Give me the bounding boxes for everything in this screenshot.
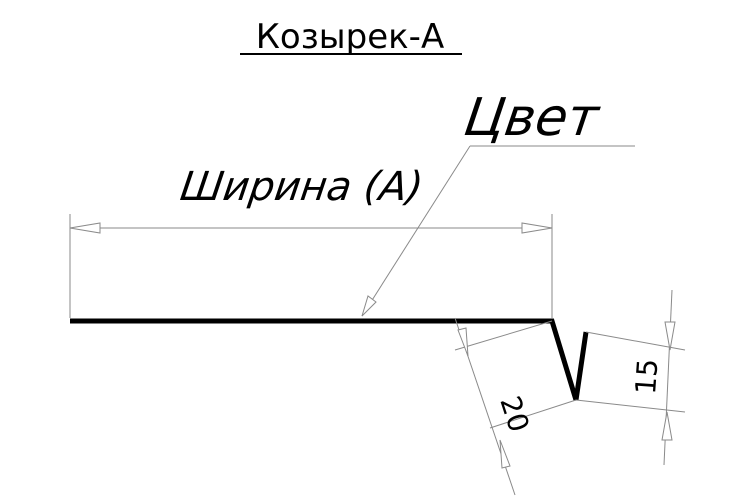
slope-extension-bottom <box>489 399 577 429</box>
slope-dimension-value: 20 <box>493 392 535 436</box>
width-label: Ширина (А) <box>177 164 425 210</box>
drip-arrow-top <box>664 321 676 351</box>
width-arrow-right <box>521 222 553 234</box>
width-arrow-left <box>69 222 101 234</box>
color-leader-arrow <box>361 295 377 317</box>
color-leader-line <box>361 145 471 317</box>
drip-arrow-bottom <box>661 411 673 441</box>
drawing-title: Козырек-А <box>256 17 444 57</box>
drip-extension-top <box>585 331 686 351</box>
color-label: Цвет <box>461 88 604 148</box>
profile-outline <box>70 318 589 401</box>
drip-extension-bottom <box>575 399 686 413</box>
slope-arrow-top <box>457 327 469 357</box>
drip-dimension-value: 15 <box>629 358 664 396</box>
slope-arrow-bottom <box>499 439 511 469</box>
slope-extension-top <box>454 320 553 351</box>
